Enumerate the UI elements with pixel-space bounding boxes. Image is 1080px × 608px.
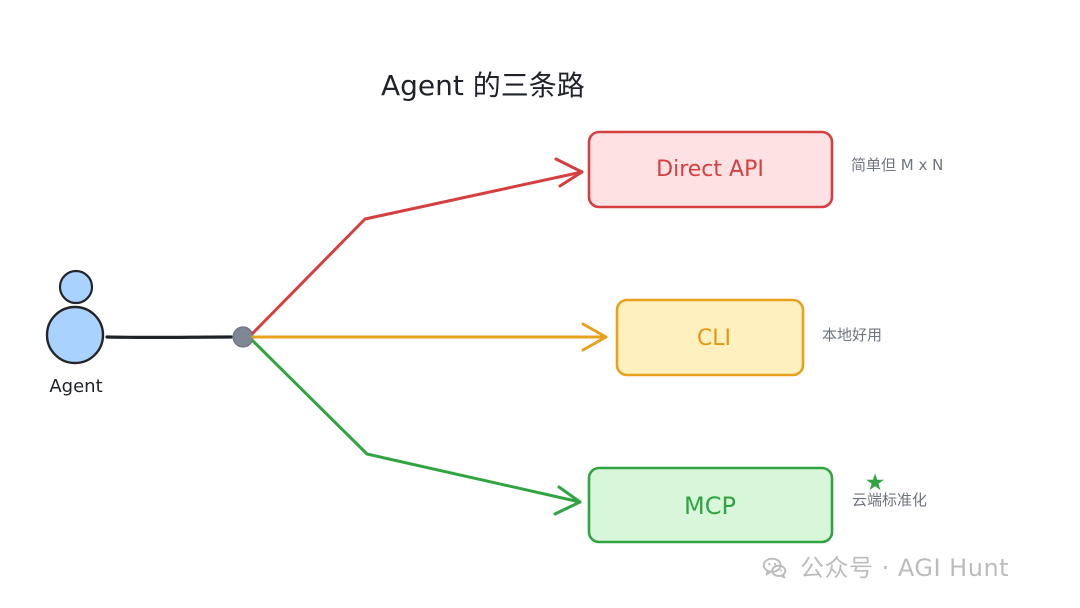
cli-arrowhead bbox=[581, 322, 608, 352]
mcp-arrowhead bbox=[553, 485, 582, 516]
direct-api-label: Direct API bbox=[656, 157, 764, 182]
direct-api-path: Direct API 简单但 M x N bbox=[251, 130, 943, 335]
diagram-title: Agent 的三条路 bbox=[381, 69, 585, 102]
mcp-note: 云端标准化 bbox=[852, 491, 927, 509]
person-icon bbox=[45, 269, 105, 365]
hub-node-icon bbox=[232, 326, 254, 348]
mcp-label: MCP bbox=[684, 492, 736, 520]
watermark: 公众号 · AGI Hunt bbox=[760, 546, 1060, 590]
cli-path: CLI 本地好用 bbox=[251, 298, 882, 377]
direct-api-connector bbox=[251, 170, 584, 335]
cli-label: CLI bbox=[697, 326, 731, 351]
direct-api-arrowhead bbox=[554, 157, 584, 188]
mcp-node bbox=[587, 466, 834, 544]
mcp-path: MCP ★ 云端标准化 bbox=[251, 339, 927, 544]
watermark-text: 公众号 · AGI Hunt bbox=[800, 554, 1010, 582]
mcp-connector bbox=[251, 339, 582, 504]
wechat-icon bbox=[762, 557, 787, 579]
cli-note: 本地好用 bbox=[822, 326, 882, 344]
direct-api-node bbox=[587, 130, 834, 209]
agent-label: Agent bbox=[49, 376, 102, 397]
agent-actor: Agent bbox=[45, 269, 105, 397]
direct-api-note: 简单但 M x N bbox=[851, 156, 943, 174]
cli-node bbox=[615, 298, 805, 377]
star-icon: ★ bbox=[865, 470, 886, 496]
